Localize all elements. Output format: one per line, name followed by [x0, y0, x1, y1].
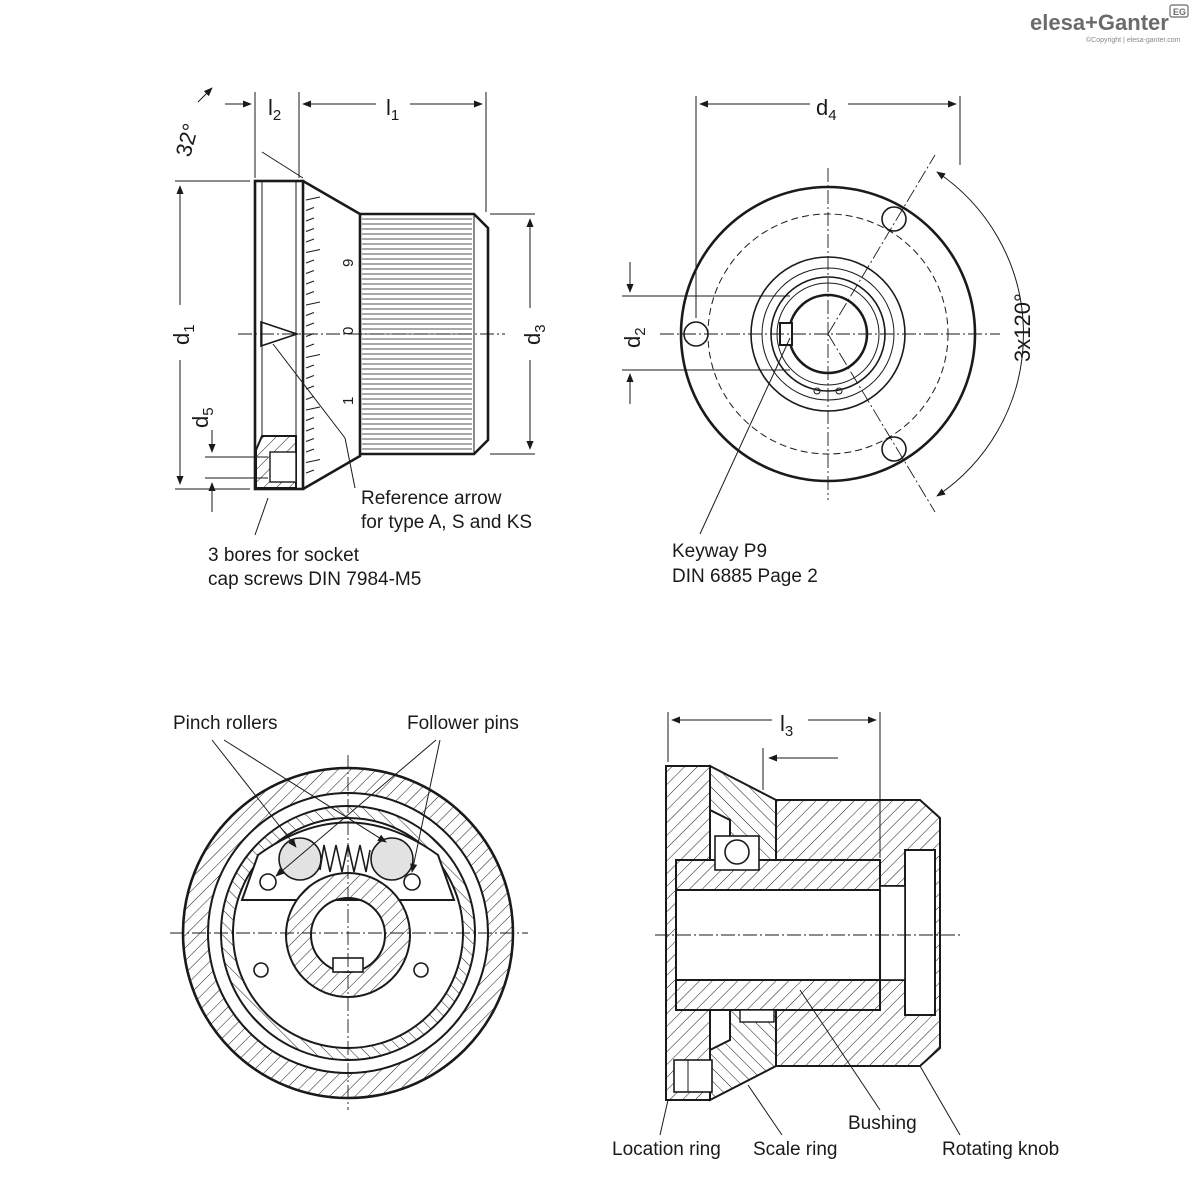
bolt-hole-2	[881, 206, 907, 232]
rotating-knob-section	[775, 799, 941, 1067]
dim-angle: 32°	[171, 121, 204, 160]
follower-pin-right	[403, 873, 421, 891]
section-view-rollers: Pinch rollers Follower pins	[170, 713, 528, 1110]
brand-badge: EG	[1173, 7, 1186, 17]
pinch-roller-right	[370, 837, 414, 881]
dim-d4: d4	[816, 95, 837, 124]
bolt-hole-3	[881, 436, 907, 462]
callout-scale-ring: Scale ring	[753, 1139, 838, 1160]
callout-pinch-rollers: Pinch rollers	[173, 713, 278, 734]
callout-location-ring: Location ring	[612, 1139, 721, 1160]
callout-reference-arrow-line1: Reference arrow	[361, 488, 502, 509]
dim-d1: d1	[169, 324, 198, 345]
scale-ticks	[305, 196, 321, 474]
callout-follower-pins: Follower pins	[407, 713, 519, 734]
dim-l2: l2	[268, 95, 281, 124]
scale-mark-1: 1	[340, 397, 357, 405]
knurl-pattern	[362, 218, 472, 450]
bore-cutout	[269, 451, 297, 483]
scale-mark-0: 0	[340, 327, 357, 335]
dim-d5: d5	[188, 407, 217, 428]
brand-logo: elesa+Ganter EG ©Copyright | elesa-gante…	[1030, 4, 1189, 44]
side-view: 9 0 1 d1 d5 d3 l2 l1	[169, 87, 549, 590]
dim-l1: l1	[386, 95, 399, 124]
follower-pin-left	[259, 873, 277, 891]
callout-bores-line2: cap screws DIN 7984-M5	[208, 569, 421, 590]
section-view-longitudinal: l3 Location ring Scale ring Bushing Rota…	[612, 711, 1059, 1160]
callout-keyway-line2: DIN 6885 Page 2	[672, 566, 818, 587]
callout-bores-line1: 3 bores for socket	[208, 545, 360, 566]
callout-rotating-knob: Rotating knob	[942, 1139, 1059, 1160]
brand-logo-text: elesa+Ganter	[1030, 10, 1169, 35]
dim-l3: l3	[780, 711, 793, 740]
brand-copyright: ©Copyright | elesa-ganter.com	[1086, 36, 1181, 44]
hub-section	[284, 872, 412, 998]
pinch-roller-left	[278, 837, 322, 881]
scale-ring-outline	[302, 179, 362, 491]
front-view: d4 d2 3x120° Keyway P9 DIN 6885 Page 2	[620, 95, 1035, 587]
dim-d3: d3	[520, 324, 549, 345]
dim-pitch: 3x120°	[1010, 293, 1035, 362]
scale-mark-9: 9	[340, 259, 357, 267]
callout-bushing: Bushing	[848, 1113, 917, 1134]
dim-d2: d2	[620, 327, 649, 348]
callout-keyway-line1: Keyway P9	[672, 541, 767, 562]
spring-icon	[319, 844, 371, 873]
callout-reference-arrow-line2: for type A, S and KS	[361, 512, 532, 533]
